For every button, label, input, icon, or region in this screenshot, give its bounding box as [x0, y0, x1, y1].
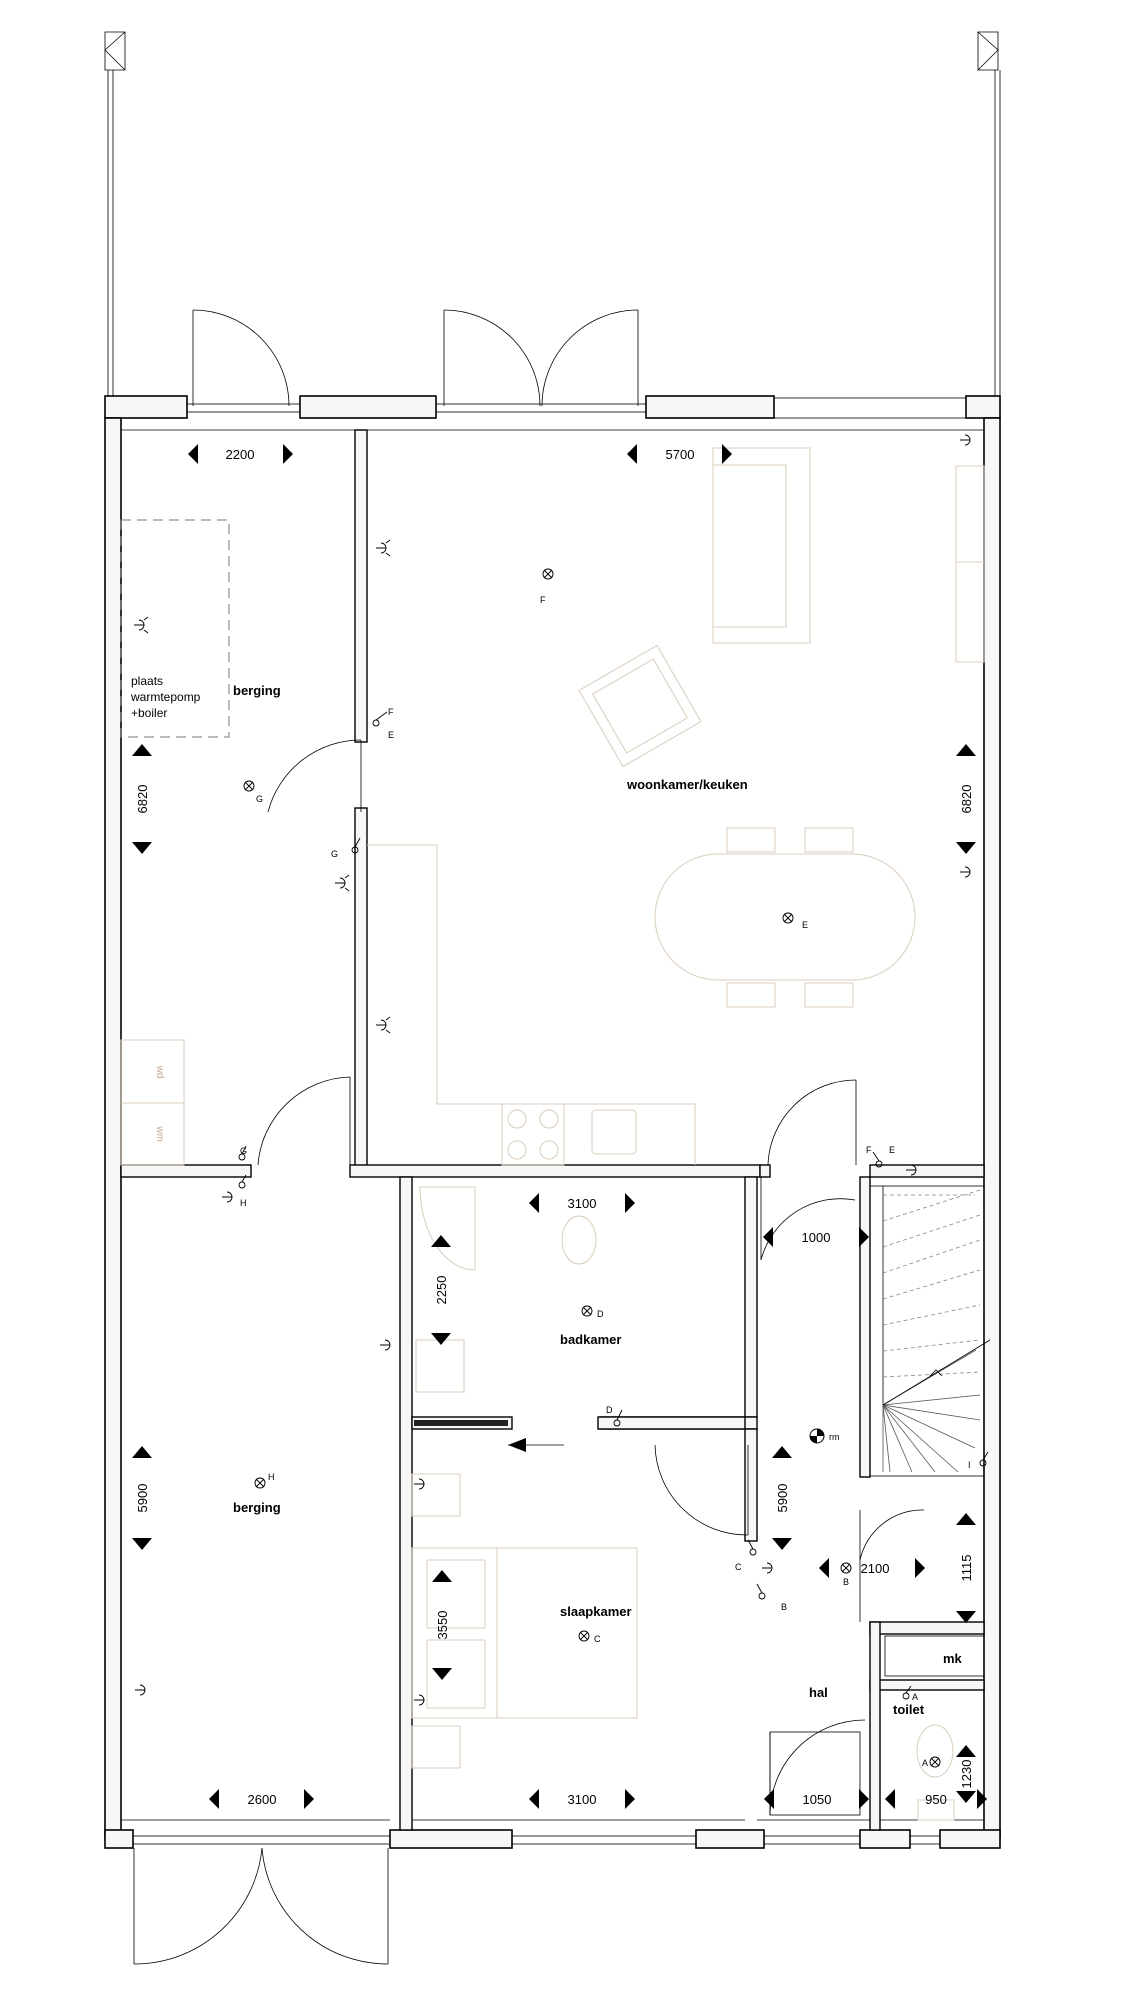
room-woonkamer: woonkamer/keuken: [626, 777, 748, 792]
heatpump-note-line3: +boiler: [131, 706, 167, 720]
fixture-D-switch: D: [606, 1405, 613, 1415]
fixture-E-light: E: [802, 920, 808, 930]
outlets: [134, 434, 971, 1706]
dim-badkamer-depth: 2250: [434, 1276, 449, 1305]
dim-stair-width: 1000: [802, 1230, 831, 1245]
fixture-B-light: B: [843, 1577, 849, 1587]
dim-berging-bottom-width: 2600: [248, 1792, 277, 1807]
dim-hal-depth: 5900: [775, 1484, 790, 1513]
light-B: [840, 1562, 852, 1574]
ceiling-lights: [243, 568, 941, 1768]
light-H: [254, 1477, 266, 1489]
dim-hal-width: 2100: [861, 1561, 890, 1576]
smoke-detector-icon: [809, 1428, 825, 1444]
wd-label: wd: [154, 1065, 165, 1079]
outer-walls: [104, 395, 1001, 1849]
room-badkamer: badkamer: [560, 1332, 621, 1347]
dim-slaapkamer-width: 3100: [568, 1792, 597, 1807]
light-A: [929, 1756, 941, 1768]
staircase: [869, 1185, 991, 1477]
dimension-arrows: [132, 444, 987, 1809]
fixture-C-light: C: [594, 1634, 601, 1644]
fixture-E-hal: E: [889, 1145, 895, 1155]
room-berging-top: berging: [233, 683, 281, 698]
fixture-G-light: G: [256, 794, 263, 804]
dim-slaapkamer-bed: 3550: [435, 1611, 450, 1640]
heatpump-note-line2: warmtepomp: [130, 690, 201, 704]
fixture-G-switch: G: [331, 849, 338, 859]
room-mk: mk: [943, 1651, 963, 1666]
dim-toilet-depth: 1230: [959, 1760, 974, 1789]
dim-woonkamer-width: 5700: [666, 447, 695, 462]
dim-woonkamer-depth: 6820: [959, 785, 974, 814]
room-berging-bottom: berging: [233, 1500, 281, 1515]
fixture-G-door: G: [240, 1146, 247, 1156]
fixture-A-switch: A: [912, 1692, 918, 1702]
hal-entry-box: [769, 1731, 861, 1816]
bathroom-partition: [411, 1416, 746, 1452]
fixture-F-light: F: [540, 595, 546, 605]
dim-toilet-width: 950: [925, 1792, 947, 1807]
appliance-labels: wd wm: [154, 1065, 165, 1142]
fixture-B-switch: B: [781, 1602, 787, 1612]
fixture-letters: F F E G G E G H F E D D H I C B B C A A: [240, 595, 971, 1768]
fixture-F-hal: F: [866, 1145, 872, 1155]
rm-label: rm: [829, 1432, 840, 1442]
fixture-E-switch: E: [388, 730, 394, 740]
light-E: [782, 912, 794, 924]
switches: [238, 711, 989, 1700]
fixture-A-light: A: [922, 1758, 928, 1768]
windows: [132, 397, 967, 1845]
garden-boundary: [104, 31, 1001, 396]
fixture-D-light: D: [597, 1309, 604, 1319]
notes: plaats warmtepomp +boiler rm: [130, 674, 840, 1442]
dim-mk-depth: 1115: [959, 1555, 974, 1582]
room-toilet: toilet: [893, 1702, 925, 1717]
inner-walls: [120, 429, 985, 1831]
dimension-labels: 2200 5700 6820 6820 3100 2250 1000 5900 …: [135, 447, 974, 1807]
dim-hal-bottom-width: 1050: [803, 1792, 832, 1807]
room-labels: berging woonkamer/keuken badkamer bergin…: [233, 683, 963, 1717]
fixture-I-switch: I: [968, 1460, 971, 1470]
fixture-H-light: H: [268, 1472, 275, 1482]
meter-cupboard: [884, 1635, 985, 1677]
doors: [133, 309, 925, 1965]
room-slaapkamer: slaapkamer: [560, 1604, 632, 1619]
fixture-F-switch: F: [388, 707, 394, 717]
room-hal: hal: [809, 1685, 828, 1700]
light-D: [581, 1305, 593, 1317]
dim-berging-top-width: 2200: [226, 447, 255, 462]
light-C: [578, 1630, 590, 1642]
light-F: [542, 568, 554, 580]
dim-badkamer-width: 3100: [568, 1196, 597, 1211]
heatpump-note-line1: plaats: [131, 674, 163, 688]
light-G: [243, 780, 255, 792]
fixture-C-switch: C: [735, 1562, 742, 1572]
wm-label: wm: [154, 1125, 165, 1142]
dim-berging-bottom-depth: 5900: [135, 1484, 150, 1513]
furniture: [120, 447, 985, 1821]
dim-berging-top-depth: 6820: [135, 785, 150, 814]
heatpump-zone: [120, 519, 230, 738]
fixture-H-door: H: [240, 1198, 247, 1208]
